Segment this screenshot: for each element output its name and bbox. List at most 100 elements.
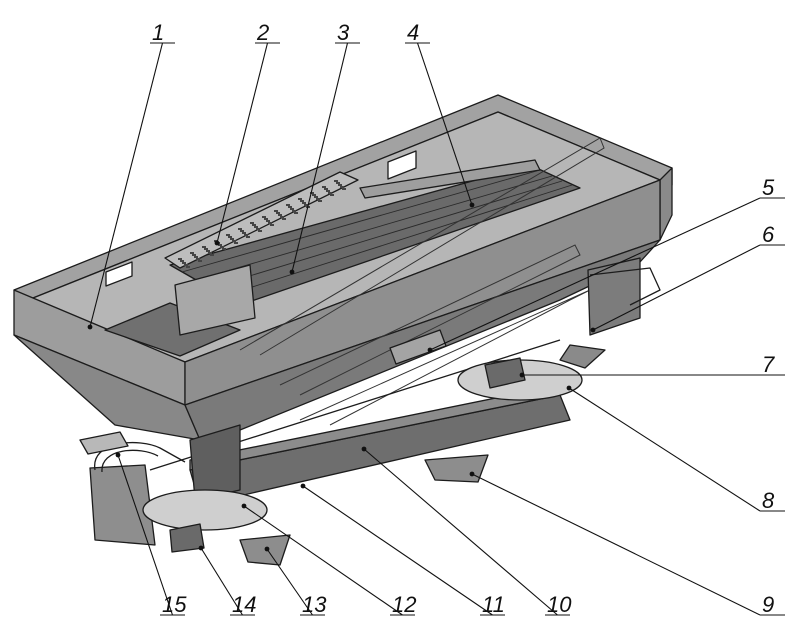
outline-graphic: [239, 137, 605, 426]
callout-dot-4: [469, 202, 475, 208]
callout-dot-1: [87, 324, 93, 330]
screen-hole: [270, 224, 274, 226]
callout-dot-5: [427, 347, 433, 353]
screen-hole: [328, 192, 332, 194]
screen-hole: [286, 204, 290, 206]
screen-hole: [300, 200, 304, 202]
screen-hole: [274, 210, 278, 212]
callout-dot-9: [469, 471, 475, 477]
screen-hole: [338, 184, 342, 186]
callout-dot-8: [566, 385, 572, 391]
callout-number-10: 10: [547, 592, 572, 617]
grating-frame-bar: [359, 159, 541, 199]
callout-dot-11: [300, 483, 306, 489]
screen-hole: [228, 236, 232, 238]
callout-number-13: 13: [302, 592, 327, 617]
hopper-right-wall: [659, 167, 673, 241]
left-deflector: [89, 464, 156, 546]
screen-hole: [330, 194, 334, 196]
screen-hole: [194, 256, 198, 258]
callout-leader-8: [568, 387, 761, 512]
screen-hole: [288, 206, 292, 208]
screen-hole: [204, 248, 208, 250]
callout-leader-6: [592, 244, 761, 331]
screen-hole: [258, 230, 262, 232]
gearbox-left: [169, 523, 205, 553]
screen-holes: [178, 180, 346, 268]
callout-number-1: 1: [152, 20, 164, 45]
screen-hole: [198, 260, 202, 262]
callout-dot-3: [289, 269, 295, 275]
screen-hole: [276, 212, 280, 214]
screen-hole: [226, 234, 230, 236]
screen-hole: [222, 248, 226, 250]
callout-leader-2: [216, 42, 269, 244]
callout-leader-4: [416, 42, 473, 206]
callout-number-6: 6: [762, 222, 775, 247]
screen-hole: [282, 218, 286, 220]
right-deflector: [559, 344, 606, 369]
screen-hole: [326, 190, 330, 192]
callout-dot-6: [590, 327, 596, 333]
screen-hole: [190, 252, 194, 254]
callout-number-7: 7: [762, 352, 775, 377]
callout-dot-10: [361, 446, 367, 452]
callout-number-9: 9: [762, 592, 774, 617]
screen-hole: [312, 194, 316, 196]
screen-hole: [302, 202, 306, 204]
screen-hole: [294, 212, 298, 214]
callout-number-3: 3: [337, 20, 350, 45]
screen-hole: [178, 258, 182, 260]
screen-hole: [310, 192, 314, 194]
callout-number-4: 4: [407, 20, 419, 45]
screen-hole: [186, 266, 190, 268]
screen-hole: [250, 222, 254, 224]
screen-hole: [316, 198, 320, 200]
right-side-plate: [587, 257, 641, 336]
perforated-screen: [164, 171, 359, 269]
callout-leader-3: [291, 42, 349, 273]
callout-leader-12: [243, 505, 403, 616]
screen-hole: [234, 242, 238, 244]
callout-dot-13: [264, 546, 270, 552]
callout-number-5: 5: [762, 175, 775, 200]
grating-slats: [181, 169, 573, 297]
callout-number-2: 2: [256, 20, 269, 45]
callout-leader-13: [266, 548, 313, 616]
screen-hole: [182, 262, 186, 264]
screen-hole: [210, 254, 214, 256]
screen-hole: [256, 228, 260, 230]
dosing-slide: [389, 329, 447, 365]
screen-hole: [254, 226, 258, 228]
frame-bracket: [174, 264, 256, 336]
screen-hole: [314, 196, 318, 198]
screen-hole: [230, 238, 234, 240]
grating: [104, 159, 581, 357]
screen-hole: [208, 252, 212, 254]
left-bracket: [79, 431, 129, 455]
screen-hole: [262, 216, 266, 218]
screen-hole: [292, 210, 296, 212]
screen-hole: [220, 246, 224, 248]
callout-leader-15: [117, 454, 174, 616]
spreader-disc-left: [142, 489, 268, 531]
screen-hole: [290, 208, 294, 210]
callout-number-14: 14: [232, 592, 256, 617]
callout-number-15: 15: [162, 592, 187, 617]
screen-hole: [180, 260, 184, 262]
screen-hole: [304, 204, 308, 206]
callout-dot-14: [198, 545, 204, 551]
right-handle: [589, 267, 661, 306]
callout-dot-2: [214, 240, 220, 246]
callout-leader-10: [363, 448, 558, 616]
screen-hole: [240, 230, 244, 232]
left-side-plate: [189, 424, 241, 501]
screen-hole: [238, 228, 242, 230]
callout-dot-15: [115, 452, 121, 458]
screen-hole: [192, 254, 196, 256]
grating-left: [104, 302, 241, 357]
screen-hole: [264, 218, 268, 220]
